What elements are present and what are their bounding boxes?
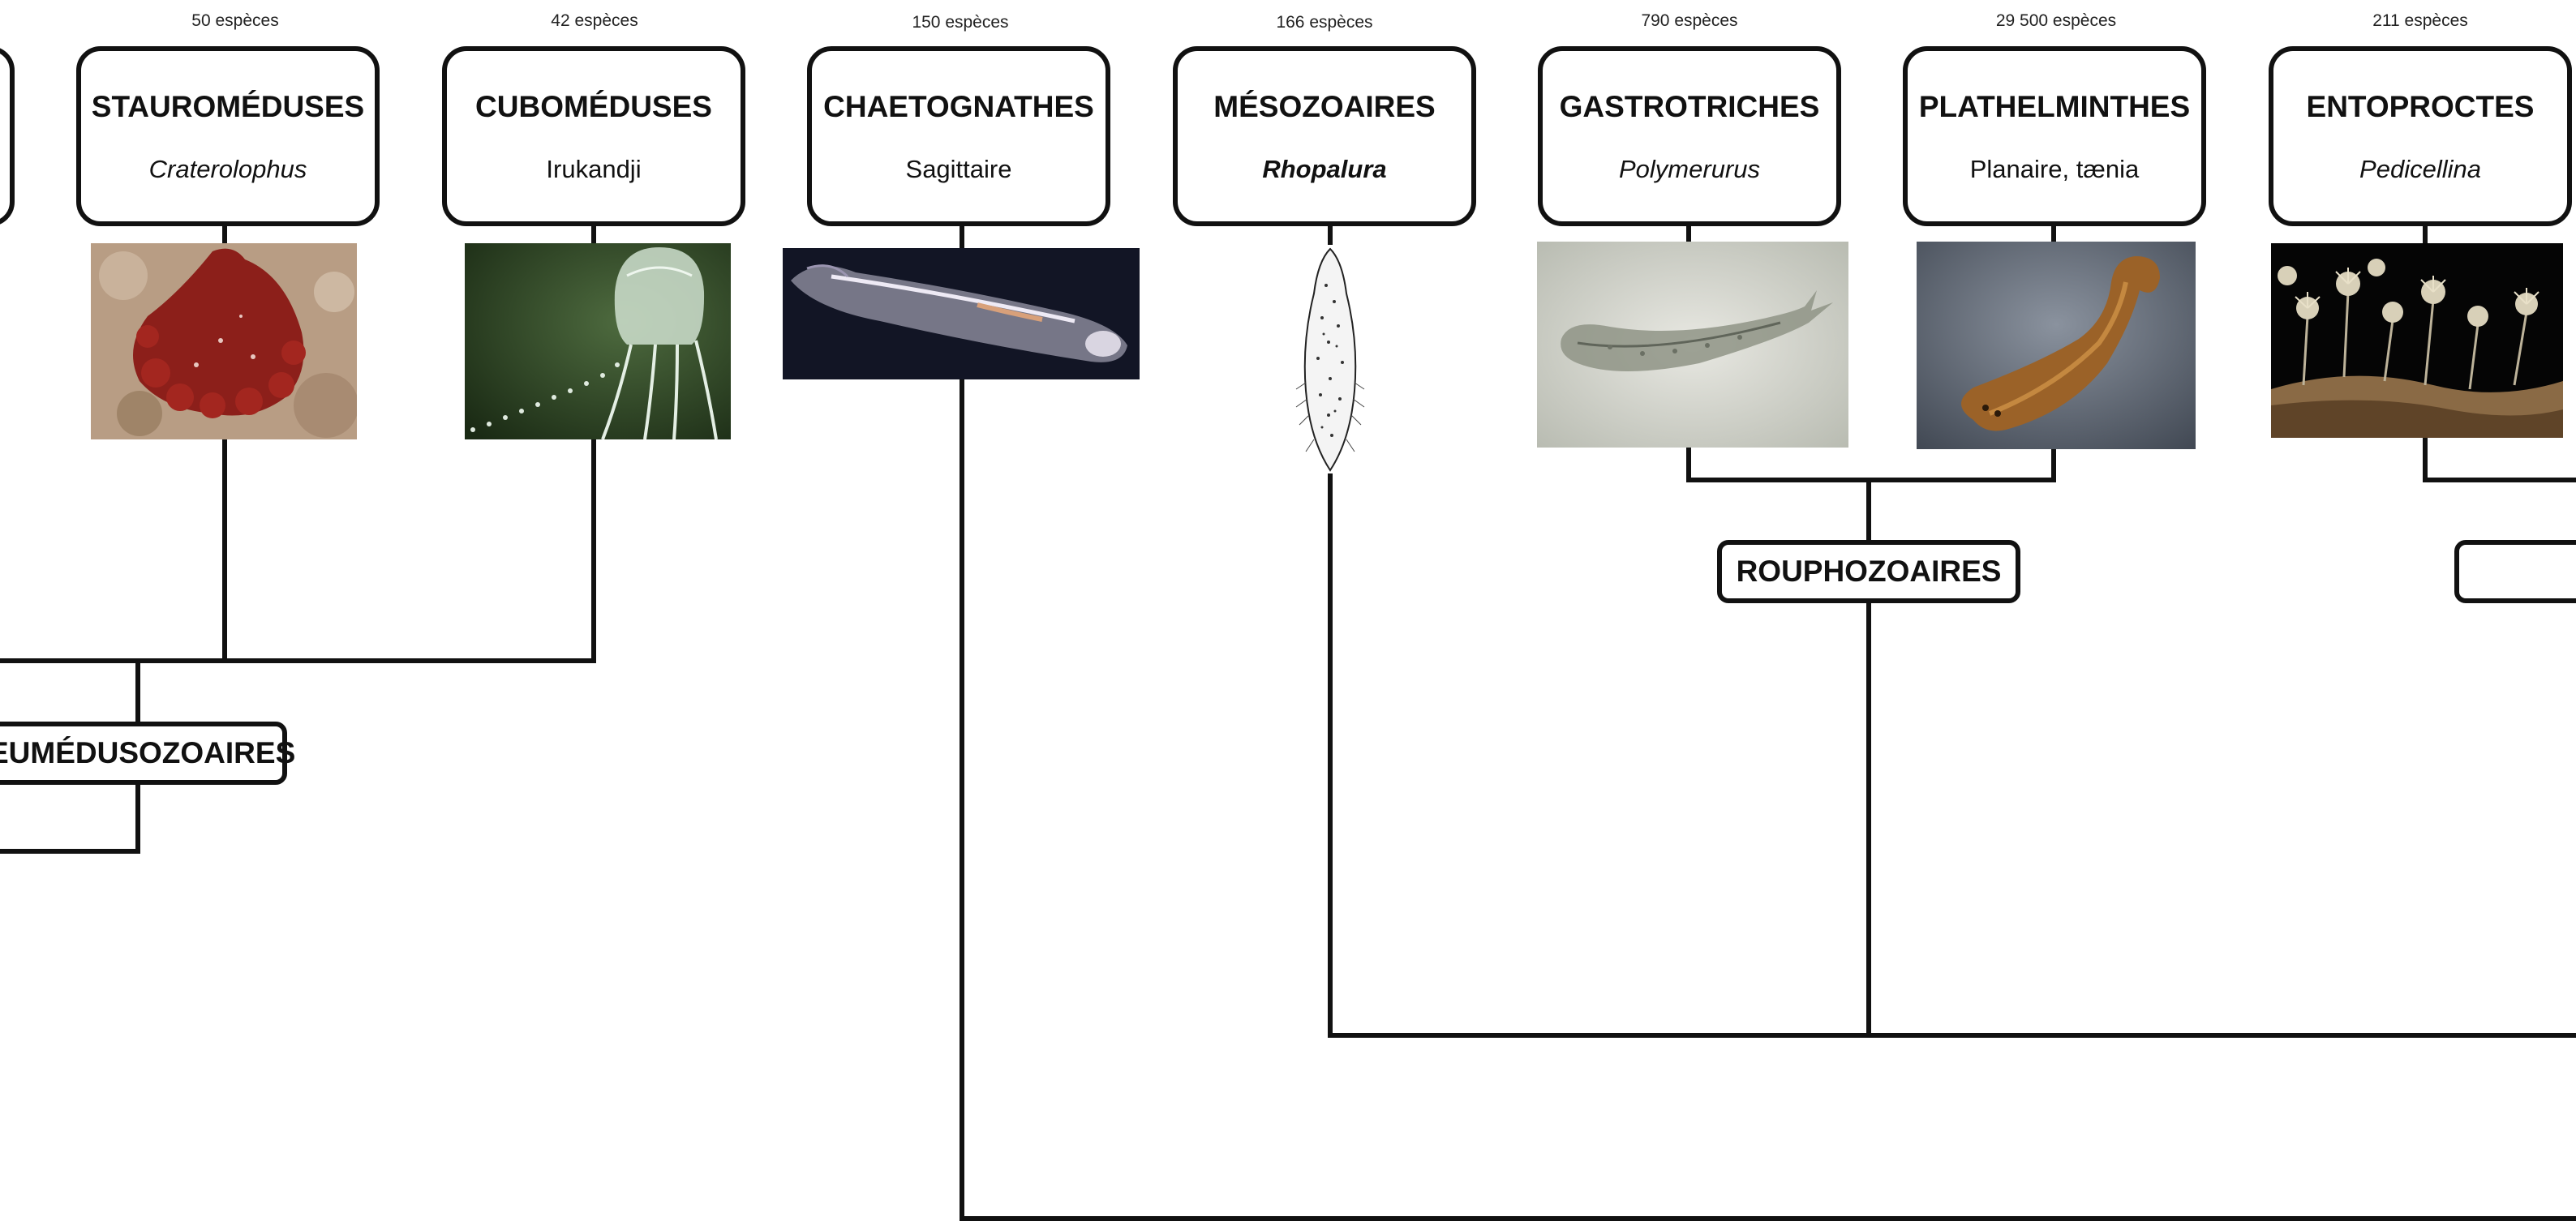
taxon-stauromeduses: STAUROMÉDUSES Craterolophus [76,46,380,226]
clade-label: EUMÉDUSOZOAIRES [0,736,295,769]
chaetognath-photo [783,248,1140,379]
clade-label: ROUPHOZOAIRES [1737,555,2002,588]
taxon-name: GASTROTRICHES [1543,90,1836,124]
taxon-name: PLATHELMINTHES [1908,90,2201,124]
species-count-entoproctes: 211 espèces [2299,11,2542,31]
planarian-photo [1917,242,2196,449]
species-count-gastrotriches: 790 espèces [1568,11,1811,31]
offscreen-taxon-box-left [0,46,15,226]
taxon-example: Irukandji [447,155,741,184]
offscreen-clade-box-right [2454,540,2576,603]
clade-rouphozoaires: ROUPHOZOAIRES [1717,540,2020,603]
cubomedusa-photo [465,243,731,439]
taxon-example: Pedicellina [2273,155,2567,184]
clade-eumedusozoaires: EUMÉDUSOZOAIRES [0,722,287,785]
taxon-entoproctes: ENTOPROCTES Pedicellina [2269,46,2572,226]
taxon-example: Polymerurus [1543,155,1836,184]
taxon-name: MÉSOZOAIRES [1178,90,1471,124]
mesozoan-illustration [1282,245,1379,473]
taxon-name: ENTOPROCTES [2273,90,2567,124]
taxon-example: Sagittaire [812,155,1106,184]
taxon-name: STAUROMÉDUSES [81,90,375,124]
species-count-chaetognathes: 150 espèces [839,13,1082,32]
species-count-mesozoaires: 166 espèces [1203,13,1446,32]
taxon-example: Planaire, tænia [1908,155,2201,184]
taxon-cubomeduses: CUBOMÉDUSES Irukandji [442,46,745,226]
taxon-mesozoaires: MÉSOZOAIRES Rhopalura [1173,46,1476,226]
species-count-plathelminthes: 29 500 espèces [1934,11,2178,31]
stauromedusa-photo [91,243,357,439]
taxon-example: Craterolophus [81,155,375,184]
species-count-cubomeduses: 42 espèces [473,11,716,31]
taxon-name: CHAETOGNATHES [812,90,1106,124]
gastrotrich-photo [1537,242,1848,448]
taxon-gastrotriches: GASTROTRICHES Polymerurus [1538,46,1841,226]
taxon-example: Rhopalura [1178,155,1471,184]
taxon-chaetognathes: CHAETOGNATHES Sagittaire [807,46,1110,226]
taxon-plathelminthes: PLATHELMINTHES Planaire, tænia [1903,46,2206,226]
species-count-stauromeduses: 50 espèces [114,11,357,31]
taxon-name: CUBOMÉDUSES [447,90,741,124]
entoproct-photo [2271,243,2563,438]
